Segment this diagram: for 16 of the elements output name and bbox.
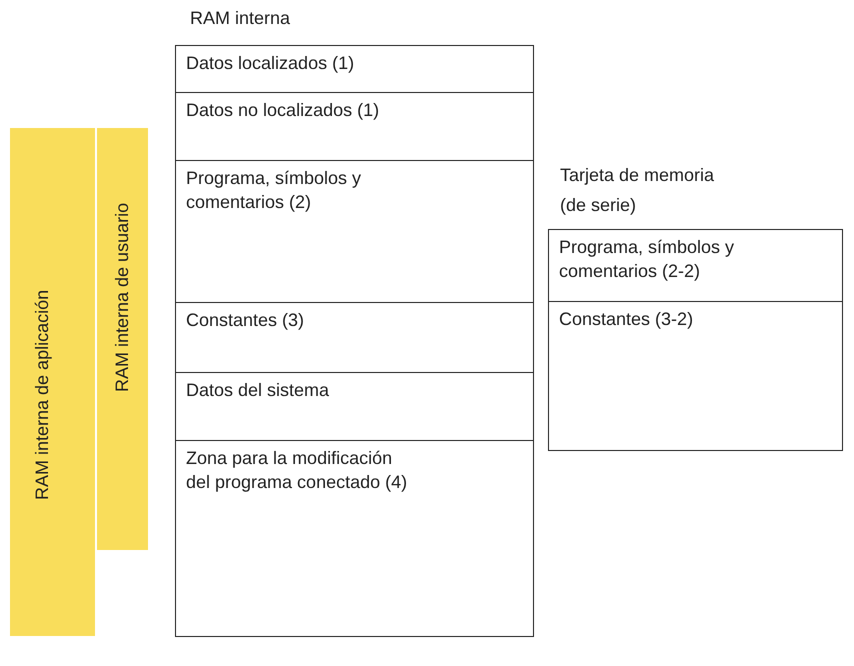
area-label: Datos localizados (1)	[186, 52, 356, 75]
area-label: Constantes (3-2)	[559, 308, 694, 331]
area-label: Constantes (3)	[186, 309, 306, 332]
column-heading: Tarjeta de memoria (de serie)	[560, 164, 716, 217]
column-heading: RAM interna	[190, 7, 292, 30]
area-label: Datos no localizados (1)	[186, 99, 380, 122]
area-label: Programa, símbolos y comentarios (2)	[186, 167, 362, 214]
memory-band	[10, 128, 95, 636]
area-label: Datos del sistema	[186, 379, 330, 402]
memory-column	[175, 45, 534, 637]
band-label: RAM interna de aplicación	[32, 290, 53, 500]
memory-band	[97, 128, 148, 550]
area-label: Zona para la modificación del programa conectado (4)	[186, 447, 408, 494]
area-label: Programa, símbolos y comentarios (2-2)	[559, 236, 736, 283]
memory-column	[548, 229, 843, 451]
band-label: RAM interna de usuario	[112, 202, 133, 392]
